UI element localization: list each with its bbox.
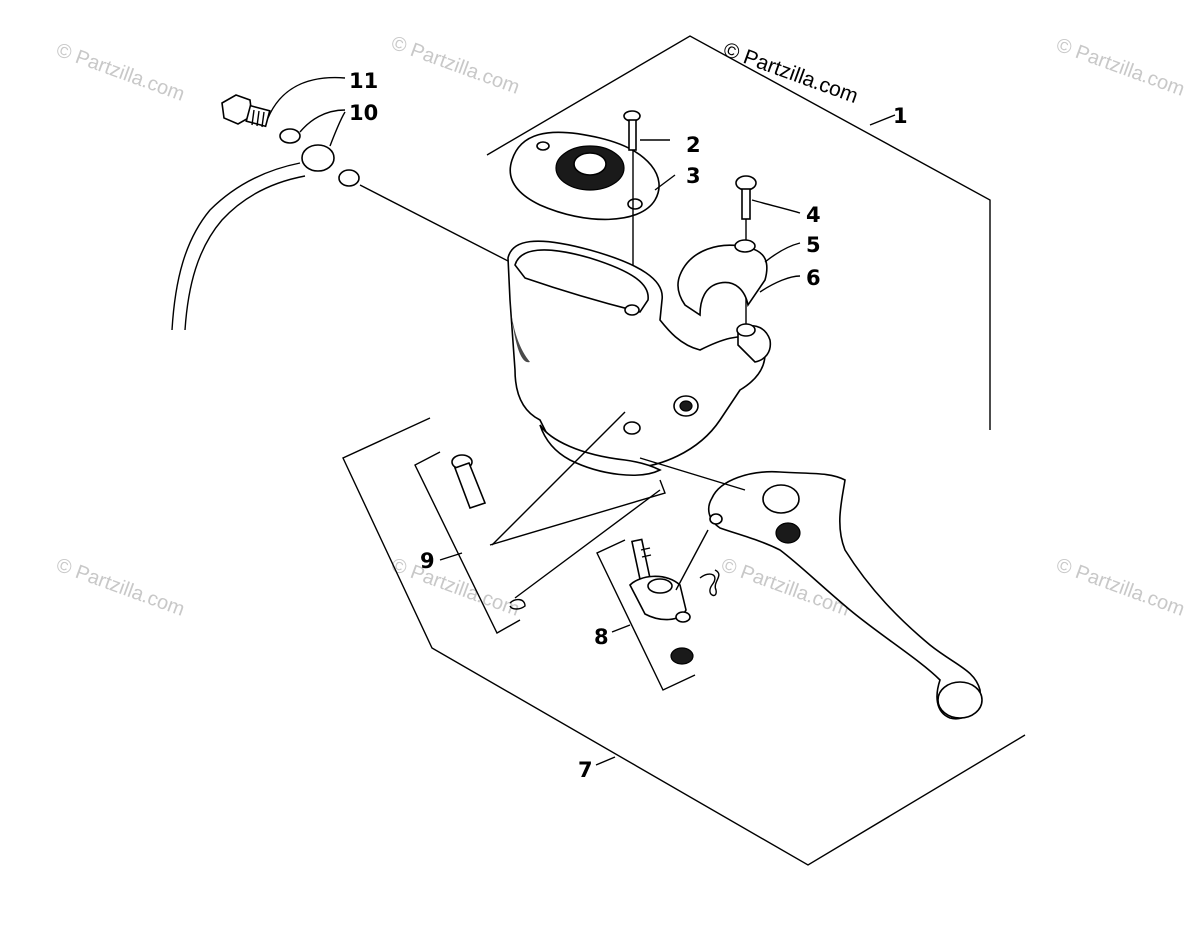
- cover-cap: [573, 152, 607, 176]
- copyright-text: © Partzilla.com: [720, 38, 861, 108]
- callout-7: 7: [578, 758, 593, 782]
- clamp-body: [677, 244, 768, 317]
- lever-mount: [539, 424, 662, 476]
- bracket-7: [342, 417, 1026, 866]
- master-cylinder: [507, 240, 772, 476]
- clip-alignment-line: [514, 489, 661, 599]
- return-spring: [699, 569, 720, 597]
- adjuster-thread: [640, 547, 651, 551]
- e-clip: [509, 598, 526, 610]
- bracket-8: [596, 539, 696, 691]
- pivot-bore-inner: [679, 400, 693, 412]
- thread-line: [251, 109, 255, 126]
- reservoir-opening: [514, 249, 649, 313]
- reservoir-cover: [509, 131, 660, 221]
- callout-11: 11: [349, 69, 378, 93]
- callout-10: 10: [349, 101, 378, 125]
- leader-3: [654, 174, 676, 191]
- screw-head: [735, 175, 757, 191]
- callout-8: 8: [594, 625, 609, 649]
- bracket-9: [414, 451, 666, 634]
- thread-line: [256, 110, 260, 127]
- watermark: © Partzilla.com: [1053, 34, 1187, 101]
- screw-shank: [628, 119, 637, 151]
- banjo-bolt: [221, 94, 271, 128]
- callout-1: 1: [893, 104, 908, 128]
- watermark: © Partzilla.com: [53, 554, 187, 621]
- leader-10: [299, 109, 346, 133]
- adjuster-pin: [631, 538, 651, 582]
- callout-labels: 1 2 3 4 5 6 7 8 9 10 11: [349, 69, 908, 782]
- callout-2: 2: [686, 133, 701, 157]
- washer-10-lower: [338, 169, 360, 187]
- bracket-line: [489, 479, 666, 546]
- watermark: © Partzilla.com: [388, 32, 522, 99]
- screw-shank: [741, 188, 751, 220]
- clamp-hole: [736, 323, 756, 337]
- bracket-1: [486, 35, 991, 430]
- adjuster-thread: [641, 554, 652, 558]
- lever-body: [707, 470, 981, 720]
- handlebar-clamp: [677, 239, 801, 317]
- pin-shank: [453, 461, 487, 510]
- leader-10: [329, 111, 346, 147]
- leader-4: [751, 199, 801, 214]
- lever-pivot-hole: [762, 484, 800, 514]
- lever-alignment-line: [639, 457, 746, 491]
- adjuster-knob-top: [647, 578, 673, 594]
- cover-screw-hole: [536, 141, 550, 151]
- lever-small-hole: [709, 513, 723, 525]
- brake-hose: [171, 128, 511, 331]
- brake-lever: [639, 457, 983, 720]
- leader-5: [764, 242, 801, 263]
- callout-5: 5: [806, 233, 821, 257]
- callout-3: 3: [686, 164, 701, 188]
- bracket-line: [486, 35, 991, 430]
- hose-line: [184, 175, 306, 331]
- bracket-line: [342, 417, 1026, 866]
- adjuster-lock-washer: [670, 647, 694, 665]
- leader-6: [759, 275, 801, 293]
- leader-7: [595, 756, 616, 766]
- watermark: © Partzilla.com: [53, 39, 187, 106]
- leader-9: [439, 552, 463, 561]
- watermark: © Partzilla.com: [388, 554, 522, 621]
- bracket-line: [596, 539, 696, 691]
- leader-8: [611, 624, 631, 633]
- banjo-fitting: [301, 144, 335, 172]
- clamp-hole: [734, 239, 756, 253]
- washer-10-upper: [279, 128, 301, 144]
- pin-alignment-line: [491, 411, 626, 546]
- body-shadow: [510, 300, 530, 363]
- watermark: © Partzilla.com: [1053, 554, 1187, 621]
- adjuster-alignment-line: [675, 529, 709, 591]
- adjuster-knob-end: [675, 611, 691, 623]
- hose-alignment-line: [359, 184, 511, 263]
- callout-9: 9: [420, 549, 435, 573]
- lever-ball-end: [937, 681, 983, 719]
- pivot-hole: [623, 421, 641, 435]
- hose-line: [171, 162, 301, 331]
- callout-4: 4: [806, 203, 821, 227]
- cover-screw-hole: [627, 198, 643, 210]
- thread-line: [261, 111, 265, 128]
- reservoir-screw-hole: [624, 304, 640, 316]
- lever-logo: [775, 522, 801, 544]
- callout-6: 6: [806, 266, 821, 290]
- leader-11: [267, 76, 346, 119]
- adjuster-assembly: [629, 529, 720, 665]
- pivot-pin: [451, 411, 661, 610]
- bracket-line: [414, 451, 521, 634]
- leader-1: [869, 114, 896, 126]
